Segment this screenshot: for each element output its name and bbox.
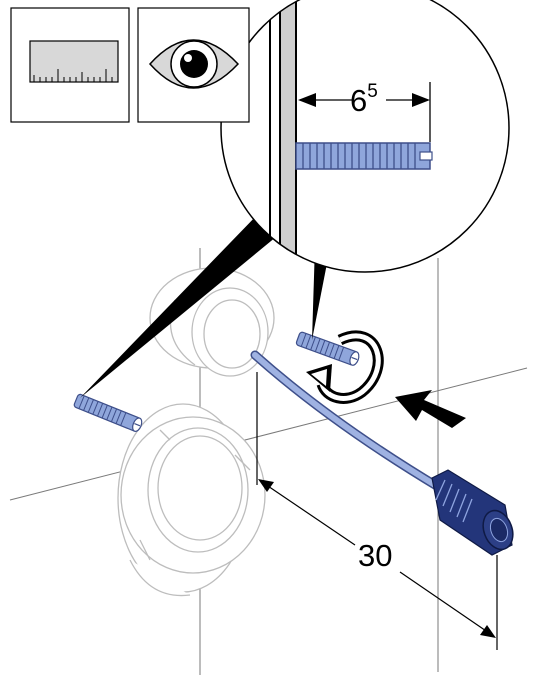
- panel-eye: [137, 7, 250, 123]
- dimension-arrow-start: [258, 479, 274, 492]
- push-arrow-icon: [395, 390, 466, 428]
- cable: [250, 350, 445, 493]
- screw-right: [295, 331, 360, 366]
- housing-ghost: [117, 267, 275, 597]
- callout-pointers: [80, 214, 330, 398]
- dimension-screw-length: 65: [298, 81, 431, 142]
- ruler-icon: [29, 40, 119, 83]
- screw-length-label: 65: [350, 81, 378, 118]
- cable-connector: [431, 469, 514, 556]
- dimension-distance: [256, 372, 498, 650]
- screw-detail: [295, 142, 433, 170]
- wall-section: [279, 0, 297, 272]
- eye-icon: [148, 39, 240, 89]
- rotate-arrow-icon: [306, 330, 384, 404]
- dimension-arrow-end: [480, 625, 496, 638]
- distance-label: 30: [358, 538, 392, 573]
- screw-left: [73, 393, 143, 432]
- panel-ruler: [10, 7, 130, 123]
- detail-callout: 65: [220, 0, 510, 273]
